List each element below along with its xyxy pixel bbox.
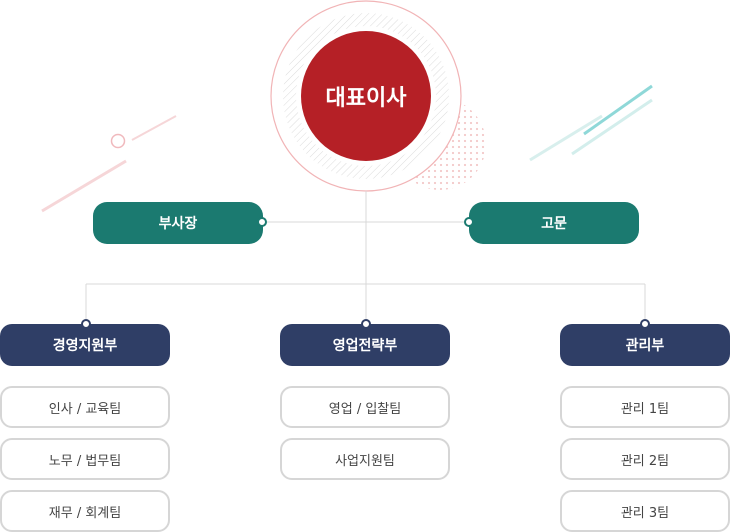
node-vice-president: 부사장 (93, 202, 263, 244)
connector-dot (464, 217, 474, 227)
connector-dot (257, 217, 267, 227)
team-finance-accounting: 재무 / 회계팀 (0, 490, 170, 532)
team-label: 관리 2팀 (620, 453, 670, 469)
team-admin-2: 관리 2팀 (560, 438, 730, 480)
team-label: 인사 / 교육팀 (48, 401, 122, 417)
right-decoration (529, 84, 653, 162)
dept-label: 관리부 (625, 338, 665, 354)
dept-label: 영업전략부 (332, 338, 398, 354)
connector-lines (85, 191, 646, 324)
team-sales-bidding: 영업 / 입찰팀 (280, 386, 450, 428)
team-label: 재무 / 회계팀 (48, 505, 122, 521)
connector-dot (81, 319, 91, 329)
dept-sales-strategy: 영업전략부 (280, 324, 450, 366)
node-label: 고문 (541, 216, 567, 232)
team-business-support: 사업지원팀 (280, 438, 450, 480)
team-labor-legal: 노무 / 법무팀 (0, 438, 170, 480)
dept-administration: 관리부 (560, 324, 730, 366)
team-label: 영업 / 입찰팀 (328, 401, 402, 417)
dept-management-support: 경영지원부 (0, 324, 170, 366)
ceo-node-circle (301, 31, 431, 161)
team-hr-education: 인사 / 교육팀 (0, 386, 170, 428)
team-label: 관리 1팀 (620, 401, 670, 417)
team-label: 관리 3팀 (620, 505, 670, 521)
ceo-node: 대표이사 (301, 31, 431, 161)
connector-dot (640, 319, 650, 329)
team-label: 사업지원팀 (335, 453, 395, 469)
team-admin-1: 관리 1팀 (560, 386, 730, 428)
ceo-label: 대표이사 (325, 86, 407, 111)
dept-label: 경영지원부 (52, 338, 118, 354)
node-advisor: 고문 (469, 202, 639, 244)
node-label: 부사장 (158, 216, 198, 232)
connector-dot (361, 319, 371, 329)
team-label: 노무 / 법무팀 (48, 453, 122, 469)
team-admin-3: 관리 3팀 (560, 490, 730, 532)
left-decoration (41, 115, 177, 213)
ceo-halo (270, 0, 486, 192)
